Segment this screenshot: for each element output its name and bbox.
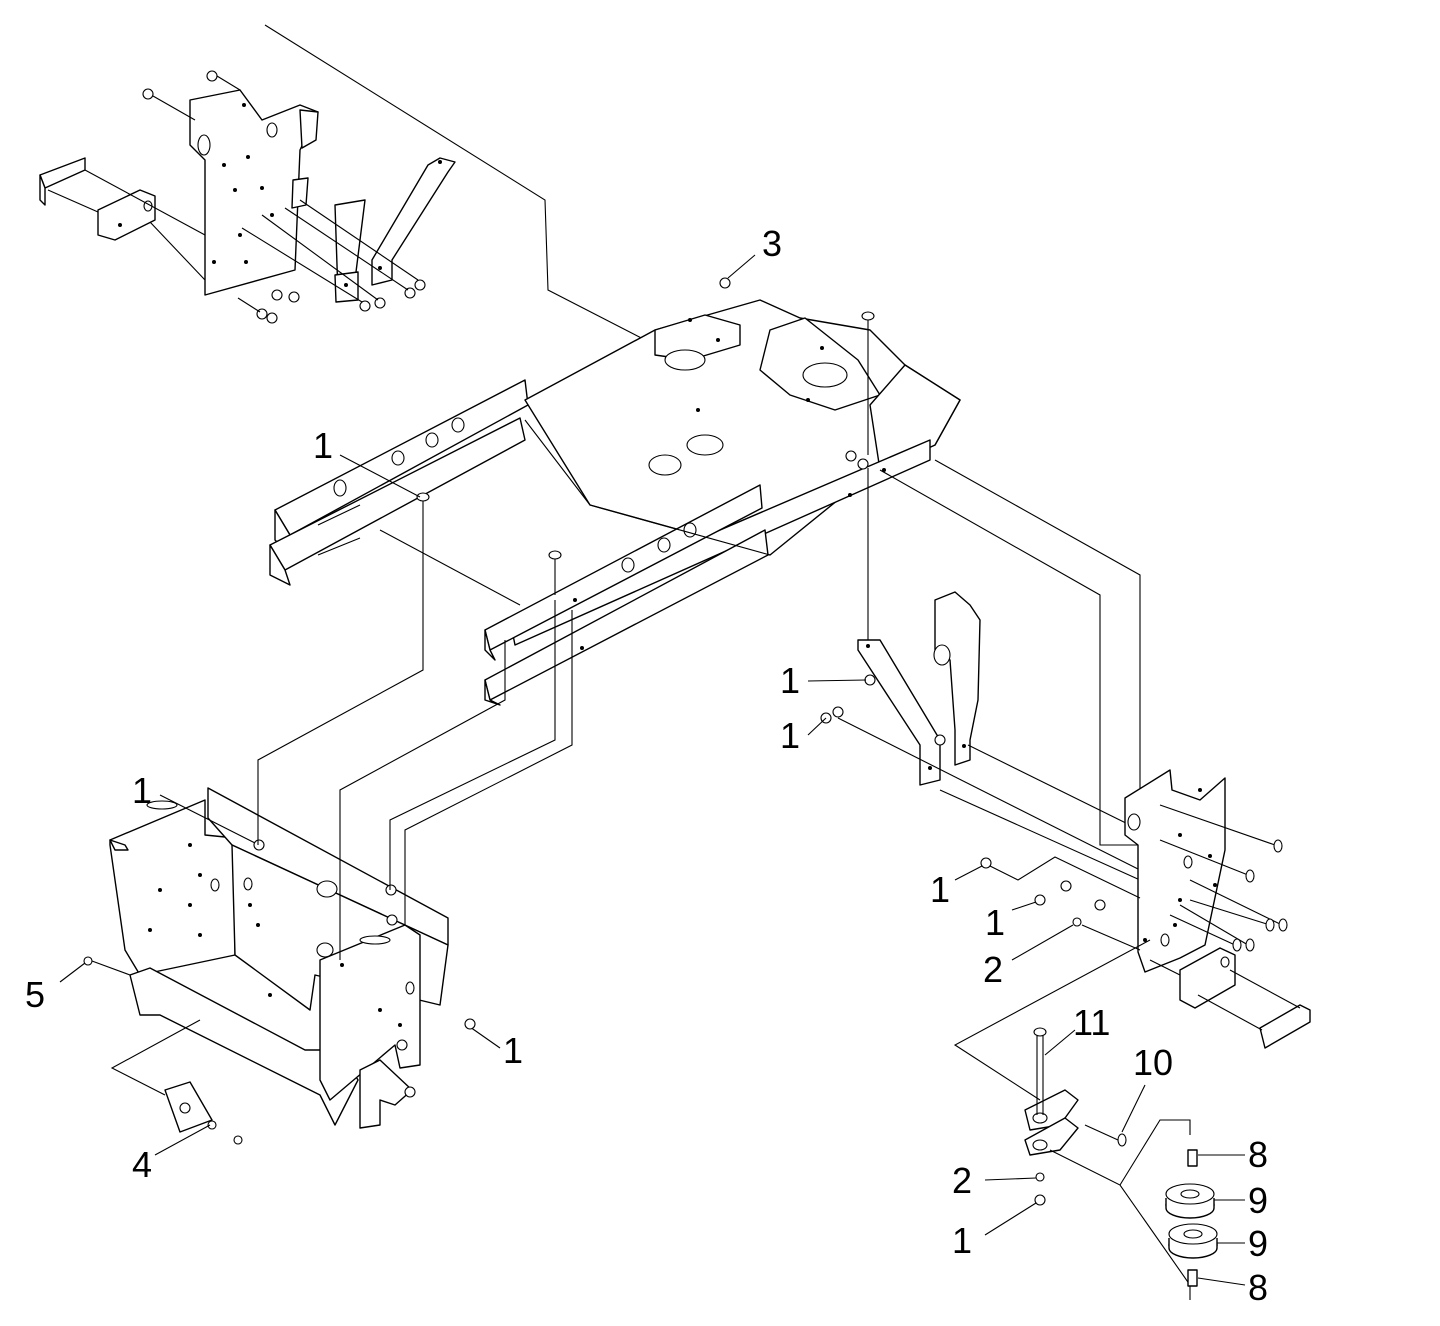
callout-1-wheel: 1 [952, 1220, 972, 1261]
upper-left-mount-bracket [189, 89, 319, 296]
callout-labels: 3 1 1 1 1 5 1 4 1 1 2 11 10 8 9 2 9 1 8 [25, 223, 1268, 1308]
wheel-spacers [1187, 1149, 1198, 1287]
lower-right-nuts-washers [980, 856, 1141, 951]
leader-top-left-to-frame [264, 24, 656, 346]
callout-2-wheel: 2 [952, 1160, 972, 1201]
callout-1-frame: 1 [313, 425, 333, 466]
main-frame [269, 299, 961, 706]
callout-2-plate: 2 [983, 949, 1003, 990]
leader-frame-to-lower-left-2 [339, 640, 506, 960]
callout-3: 3 [762, 223, 782, 264]
callout-9-upper: 9 [1248, 1180, 1268, 1221]
callout-1-plate-upper: 1 [930, 869, 950, 910]
leader-frame-to-lower-left-4 [404, 610, 573, 925]
wheel-arm-assembly [1024, 1027, 1191, 1300]
leader-bracket-right-3 [967, 744, 1141, 831]
lower-left-screw [83, 956, 131, 976]
leader-bracket-right-2 [939, 789, 1141, 881]
callout-10: 10 [1133, 1042, 1173, 1083]
callout-1-lower-left-nut: 1 [503, 1030, 523, 1071]
frame-bolts [416, 277, 875, 595]
lower-left-small-bracket [110, 1019, 243, 1145]
leader-frame-to-right-1 [934, 459, 1141, 790]
callout-4: 4 [132, 1144, 152, 1185]
callout-8-lower: 8 [1248, 1267, 1268, 1308]
callout-1-plate-lower: 1 [985, 902, 1005, 943]
upper-left-angle-brackets [334, 157, 456, 303]
callout-leaders [59, 254, 1246, 1286]
callout-1-lower-left: 1 [132, 770, 152, 811]
lower-left-mount-assembly [109, 787, 449, 1129]
upper-left-bumper-pad [39, 157, 206, 281]
lower-right-mount-plate [1124, 769, 1288, 973]
leader-frame-to-right-2 [879, 469, 1140, 846]
leader-frame-to-lower-left-1 [257, 545, 424, 845]
leader-frame-to-lower-left-3 [389, 600, 556, 890]
callout-5: 5 [25, 974, 45, 1015]
upper-left-hardware [142, 70, 426, 324]
callout-1-right-upper: 1 [780, 660, 800, 701]
right-angle-brackets [820, 468, 981, 786]
callout-9-lower: 9 [1248, 1223, 1268, 1264]
callout-8-upper: 8 [1248, 1134, 1268, 1175]
lower-right-bumper-pad [1149, 947, 1311, 1049]
callout-11: 11 [1073, 1002, 1110, 1043]
callout-1-right-lower: 1 [780, 715, 800, 756]
leader-bracket-right-1 [837, 717, 1141, 871]
leader-plate-to-wheel-arm [953, 939, 1151, 1101]
wheels [1165, 1183, 1218, 1259]
